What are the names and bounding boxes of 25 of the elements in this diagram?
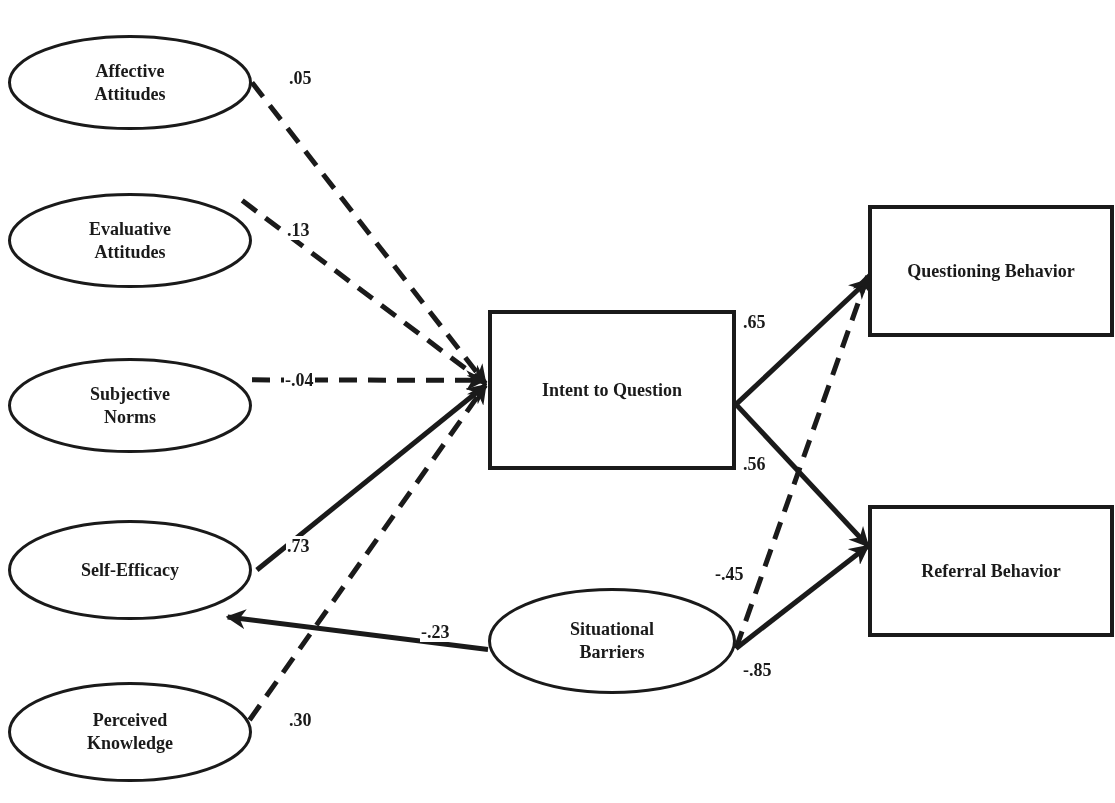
variable-label: Questioning Behavior xyxy=(907,259,1075,283)
variable-label: Perceived Knowledge xyxy=(86,709,174,755)
path-arrow xyxy=(734,543,870,651)
latent-variable-ellipse xyxy=(8,35,252,130)
variable-label: Situational Barriers xyxy=(569,618,655,664)
path-coefficient: -.23 xyxy=(420,622,451,642)
path-coefficient: .13 xyxy=(286,220,311,240)
latent-variable-ellipse xyxy=(488,588,736,694)
dashed-path-arrow xyxy=(247,383,488,722)
latent-variable-ellipse xyxy=(8,358,252,453)
latent-variable-ellipse xyxy=(8,682,252,782)
observed-variable-box xyxy=(868,205,1114,337)
variable-label: Evaluative Attitudes xyxy=(88,217,172,264)
variable-label: Referral Behavior xyxy=(921,559,1061,583)
dashed-path-arrow xyxy=(250,80,488,386)
variable-label: Affective Attitudes xyxy=(93,59,167,106)
variable-label: Self-Efficacy xyxy=(81,558,179,582)
dashed-path-arrow xyxy=(240,198,488,386)
observed-variable-box xyxy=(488,310,736,470)
latent-variable-ellipse xyxy=(8,193,252,288)
variable-label: Subjective Norms xyxy=(89,382,171,429)
observed-variable-box xyxy=(868,505,1114,637)
variable-label: Intent to Question xyxy=(542,378,682,402)
latent-variable-ellipse xyxy=(8,520,252,620)
path-arrow xyxy=(225,609,489,652)
